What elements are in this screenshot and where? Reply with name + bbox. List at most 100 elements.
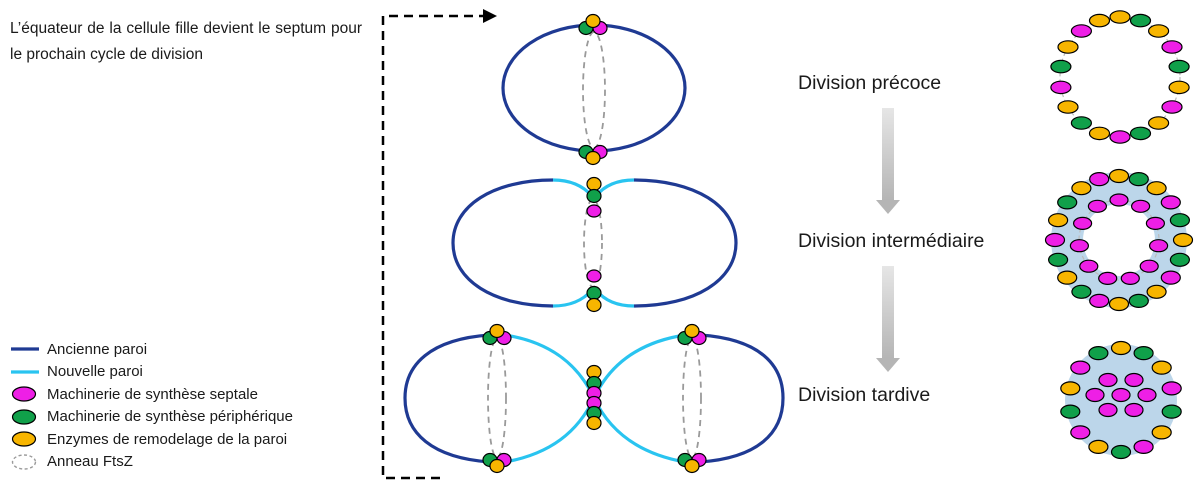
septal-machinery bbox=[1161, 40, 1183, 54]
peripheral-machinery bbox=[1168, 59, 1190, 74]
peripheral-machinery bbox=[586, 285, 602, 301]
septal-machinery bbox=[1161, 100, 1183, 114]
septal-machinery bbox=[1079, 259, 1099, 273]
ftsz-swatch bbox=[11, 454, 37, 470]
septal-machinery bbox=[1085, 387, 1105, 403]
legend-item-old-wall: Ancienne paroi bbox=[10, 338, 293, 361]
legend-label: Anneau FtsZ bbox=[47, 453, 133, 471]
remodeling-enzyme bbox=[1088, 439, 1109, 454]
septal-machinery bbox=[1111, 387, 1131, 403]
septal-machinery bbox=[1109, 193, 1129, 207]
septal-machinery bbox=[1139, 259, 1159, 273]
cell-intermediate-division bbox=[451, 178, 738, 308]
septal-machinery bbox=[1087, 199, 1108, 213]
new-wall-swatch bbox=[11, 370, 39, 374]
peripheral-machinery bbox=[1128, 293, 1149, 308]
legend-item-remodel: Enzymes de remodelage de la paroi bbox=[10, 428, 293, 451]
remodeling-enzyme bbox=[585, 150, 601, 166]
remodel-swatch bbox=[11, 431, 37, 447]
peripheral-machinery bbox=[1047, 252, 1069, 267]
peripheral-machinery bbox=[586, 188, 602, 204]
peripheral-machinery bbox=[1088, 346, 1109, 361]
legend: Ancienne paroi Nouvelle paroi Machinerie… bbox=[10, 338, 293, 473]
septal-machinery bbox=[1161, 381, 1182, 396]
remodeling-enzyme bbox=[1057, 270, 1078, 285]
remodeling-enzyme bbox=[1147, 116, 1170, 130]
legend-label: Machinerie de synthèse périphérique bbox=[47, 408, 293, 426]
legend-label: Enzymes de remodelage de la paroi bbox=[47, 430, 288, 448]
remodeling-enzyme bbox=[1172, 232, 1194, 248]
septal-machinery bbox=[1098, 271, 1118, 285]
septal-machinery bbox=[1120, 271, 1140, 285]
septal-machinery bbox=[1130, 199, 1151, 213]
septal-machinery bbox=[1109, 130, 1131, 144]
remodeling-enzyme bbox=[1109, 10, 1131, 24]
legend-label: Ancienne paroi bbox=[47, 340, 148, 358]
peripheral-machinery bbox=[1128, 172, 1149, 187]
septal-machinery bbox=[1148, 239, 1169, 253]
cell-early-division bbox=[501, 23, 687, 153]
remodeling-enzyme bbox=[586, 297, 602, 313]
legend-label: Nouvelle paroi bbox=[47, 363, 143, 381]
septal-machinery bbox=[1160, 195, 1181, 210]
remodeling-enzyme bbox=[1057, 100, 1079, 114]
septal-machinery bbox=[1089, 172, 1110, 187]
septal-machinery bbox=[586, 204, 602, 218]
old-wall-swatch bbox=[11, 347, 39, 351]
remodeling-enzyme bbox=[1047, 213, 1069, 228]
legend-item-ftsz: Anneau FtsZ bbox=[10, 451, 293, 474]
septal-machinery bbox=[1070, 425, 1091, 440]
cycle-feedback-arrowhead bbox=[483, 9, 497, 23]
peripheral-machinery bbox=[1110, 444, 1132, 460]
peripheral-machinery bbox=[1060, 404, 1081, 419]
peripheral-machinery bbox=[1050, 59, 1072, 74]
legend-label: Machinerie de synthèse septale bbox=[47, 385, 258, 403]
septal-machinery bbox=[1070, 24, 1093, 38]
septal-machinery bbox=[1137, 387, 1157, 403]
remodeling-enzyme bbox=[1147, 24, 1170, 38]
legend-item-peripheral: Machinerie de synthèse périphérique bbox=[10, 406, 293, 429]
peripheral-swatch bbox=[11, 409, 37, 425]
peripheral-machinery bbox=[1169, 252, 1191, 267]
ftsz-ring bbox=[682, 337, 702, 459]
ring-top-view-early bbox=[1050, 10, 1190, 144]
remodeling-enzyme bbox=[1108, 168, 1130, 184]
septal-machinery bbox=[1050, 80, 1072, 95]
peripheral-machinery bbox=[1161, 404, 1182, 419]
septal-machinery bbox=[1124, 402, 1144, 418]
septal-machinery bbox=[1098, 402, 1118, 418]
septal-machinery bbox=[1044, 232, 1066, 248]
remodeling-enzyme bbox=[1060, 381, 1081, 396]
remodeling-enzyme bbox=[489, 458, 505, 474]
ring-top-view-late bbox=[1060, 340, 1182, 460]
remodeling-enzyme bbox=[1168, 80, 1190, 95]
ring-lumen bbox=[1083, 204, 1155, 276]
septal-machinery bbox=[1070, 360, 1091, 375]
cycle-feedback-arrow bbox=[381, 9, 497, 480]
progress-arrow bbox=[876, 266, 900, 372]
peripheral-machinery bbox=[1133, 346, 1154, 361]
legend-item-new-wall: Nouvelle paroi bbox=[10, 361, 293, 384]
remodeling-enzyme bbox=[1151, 360, 1172, 375]
septal-machinery bbox=[1145, 216, 1166, 230]
septal-machinery bbox=[586, 269, 602, 283]
peripheral-machinery bbox=[1129, 126, 1152, 141]
remodeling-enzyme bbox=[1088, 13, 1111, 28]
septal-machinery bbox=[1098, 372, 1118, 388]
septal-machinery bbox=[1072, 216, 1093, 230]
septal-machinery bbox=[1124, 372, 1144, 388]
remodeling-enzyme bbox=[1151, 425, 1172, 440]
peripheral-machinery bbox=[1129, 13, 1152, 28]
remodeling-enzyme bbox=[586, 415, 602, 431]
stage-label-early: Division précoce bbox=[798, 72, 942, 94]
peripheral-machinery bbox=[1057, 195, 1078, 210]
remodeling-enzyme bbox=[586, 176, 602, 192]
septal-machinery bbox=[1133, 439, 1154, 454]
remodeling-enzyme bbox=[1110, 340, 1132, 356]
peripheral-machinery bbox=[1169, 213, 1191, 228]
remodeling-enzyme bbox=[1057, 40, 1079, 54]
stage-label-late: Division tardive bbox=[798, 384, 931, 406]
septal-machinery bbox=[1160, 270, 1181, 285]
peripheral-machinery bbox=[1071, 284, 1092, 299]
ring-top-view-intermediate bbox=[1044, 168, 1194, 312]
